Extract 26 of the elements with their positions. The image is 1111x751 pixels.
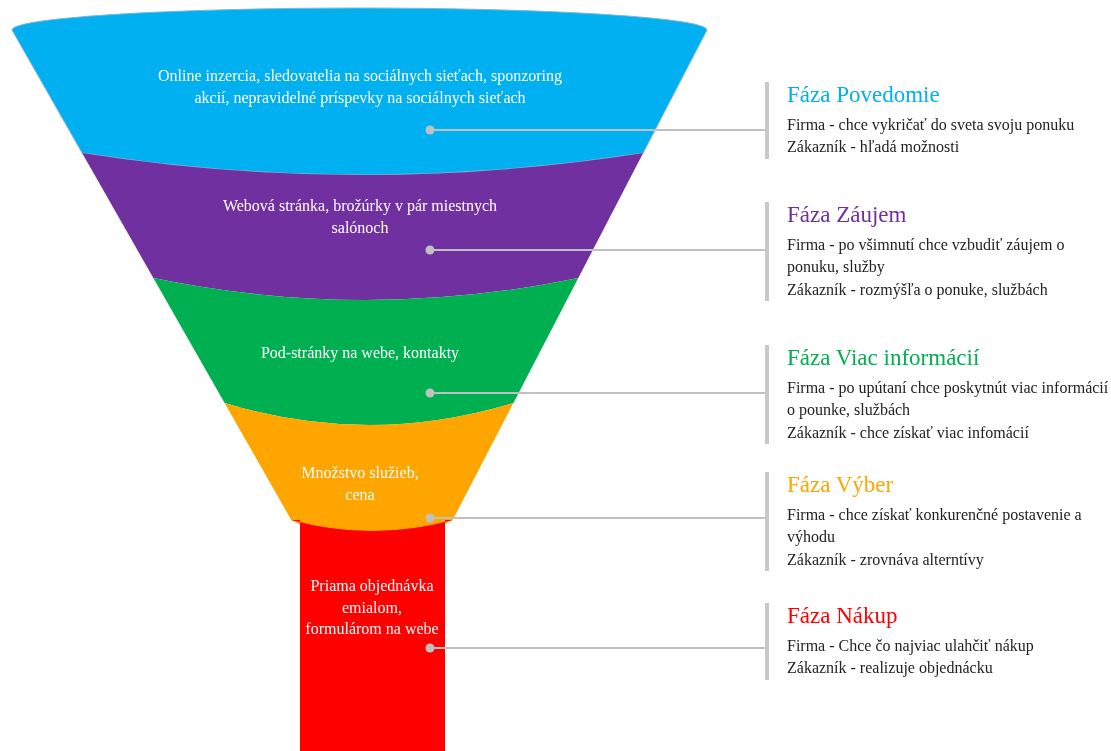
phase-description: Zákazník - hľadá možnosti (787, 137, 961, 158)
phase-description: Zákazník - zrovnáva alterntívy (787, 549, 985, 571)
phase-block (765, 345, 1111, 445)
phase-description: Firma - po upútaní chce poskytnút viac informácií o pounke, službách (787, 378, 1110, 421)
leader-line (425, 513, 766, 523)
leader-line (425, 388, 766, 398)
leader-line (425, 125, 766, 135)
phase-description: Firma - chce získať konkurenčné postavenie a výhodu (787, 505, 1083, 548)
band-text: Množstvo služieb, cena (300, 463, 420, 505)
leader-line (425, 643, 766, 653)
phase-heading: Fáza Povedomie (787, 82, 941, 108)
phase-description: Firma - chce vykričať do sveta svoju ponuku (787, 115, 1076, 136)
phase-description: Firma - Chce čo najviac ulahčiť nákup (787, 636, 1035, 657)
phase-description: Zákazník - rozmýšľa o ponuke, službách (787, 279, 1049, 301)
phase-heading: Fáza Záujem (787, 202, 908, 228)
band-text: Webová stránka, brožúrky v pár miestnych salónoch (221, 196, 499, 238)
band-text: Pod-stránky na webe, kontakty (259, 343, 461, 364)
band-text: Online inzercia, sledovatelia na sociálnych sieťach, sponzoring akcií, nepravidelné príspevky na sociálnych sieťach (157, 66, 563, 109)
band-text: Priama objednávka emialom, formulárom na webe (304, 576, 440, 640)
phase-description: Firma - po všimnutí chce vzbudiť záujem o ponuku, služby (787, 235, 1066, 278)
phase-description: Zákazník - realizuje objednácku (787, 658, 994, 679)
phase-description: Zákazník - chce získať viac infomácií (787, 422, 1030, 443)
phase-heading: Fáza Viac informácií (787, 345, 981, 371)
leader-line (425, 245, 766, 255)
phase-heading: Fáza Nákup (787, 603, 899, 629)
phase-heading: Fáza Výber (787, 472, 895, 498)
